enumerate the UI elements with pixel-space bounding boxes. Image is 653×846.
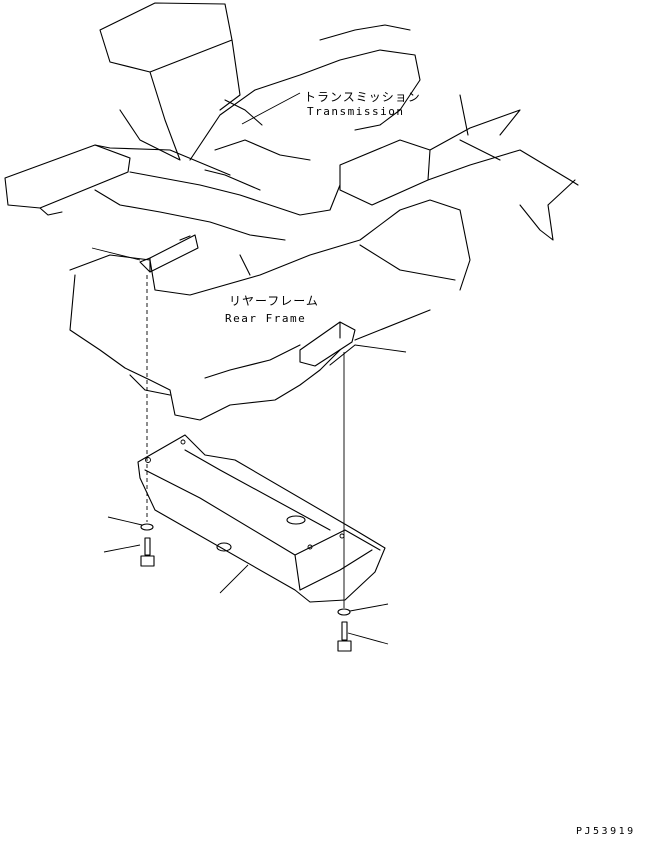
rear-frame-label-jp: リヤーフレーム (229, 294, 319, 308)
rear-frame-label-en: Rear Frame (225, 312, 307, 325)
bolt-right (337, 621, 352, 652)
washer-right (337, 608, 351, 616)
bolt-left (140, 537, 155, 567)
leader-lines (91, 92, 407, 645)
washer-left (140, 523, 154, 531)
drawing-code: PJ53919 (576, 826, 636, 837)
transmission-label-jp: トランスミッション (304, 90, 421, 104)
alignment-lines (146, 275, 345, 608)
rear-frame-assembly (4, 2, 579, 421)
guard-cover (137, 434, 386, 603)
transmission-label-en: Transmission (307, 105, 405, 118)
